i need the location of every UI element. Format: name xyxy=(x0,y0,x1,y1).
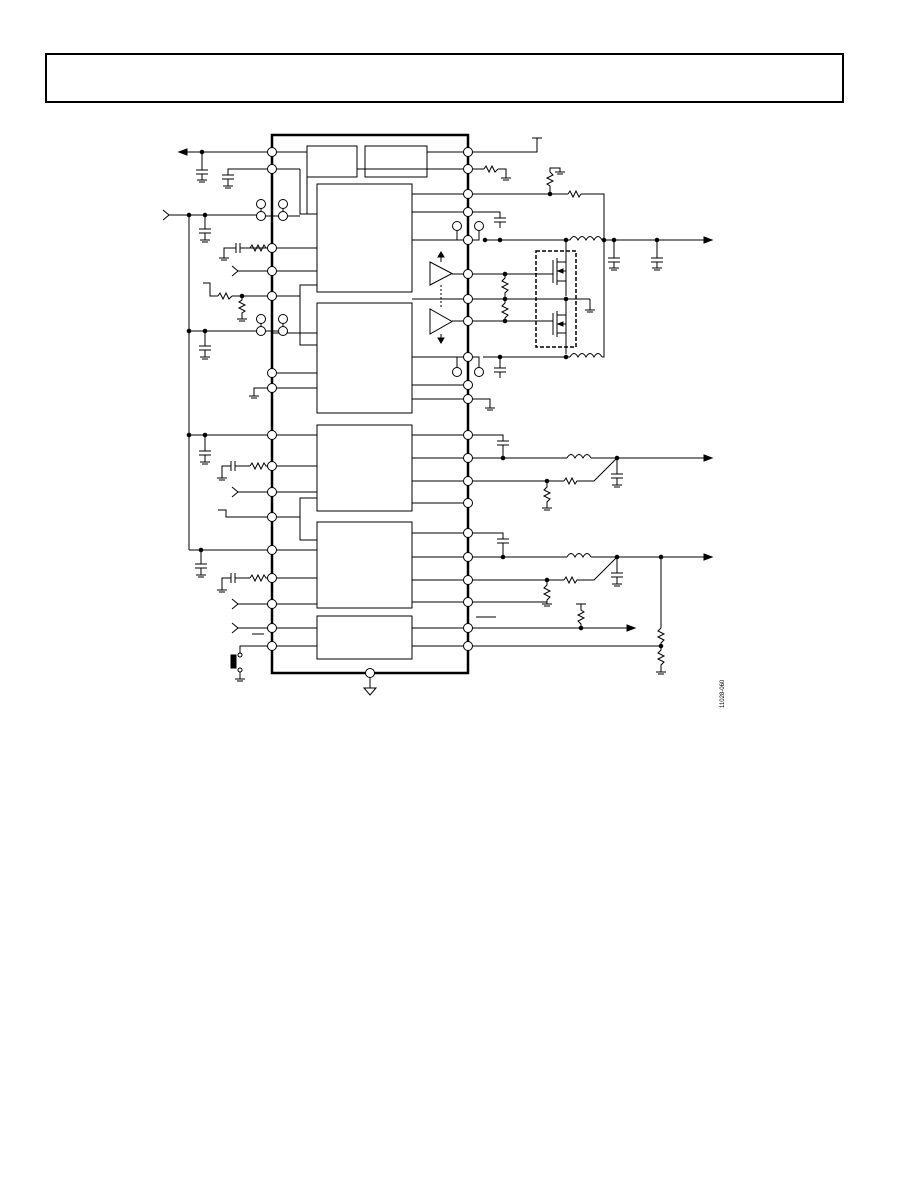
block-ldo-1 xyxy=(306,145,358,178)
driver-lower xyxy=(429,308,454,335)
block-buck-4 xyxy=(316,521,413,609)
pins-right xyxy=(365,147,484,678)
right-external-circuit xyxy=(472,137,714,675)
internal-wiring-left xyxy=(260,151,317,647)
driver-upper xyxy=(429,261,454,286)
gate-drivers xyxy=(429,251,454,344)
ic-package xyxy=(270,133,470,675)
block-buck-2 xyxy=(316,302,413,414)
block-ldo-2 xyxy=(364,145,428,178)
page-header-box xyxy=(45,53,844,103)
pins-left xyxy=(256,147,288,651)
internal-blocks xyxy=(306,145,428,660)
figure-id: 11028-060 xyxy=(720,679,726,708)
block-supervisor xyxy=(316,615,413,660)
block-buck-1 xyxy=(316,183,413,293)
left-external-circuit xyxy=(162,148,268,682)
block-buck-3 xyxy=(316,424,413,512)
bottom-ground xyxy=(362,677,378,696)
